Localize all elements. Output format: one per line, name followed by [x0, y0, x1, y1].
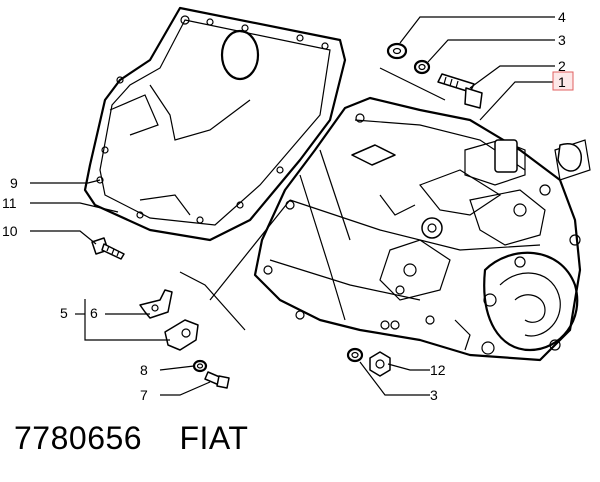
gearbox-housing-part	[253, 96, 591, 362]
callout-7: 7	[140, 387, 148, 403]
callout-6: 6	[90, 305, 98, 321]
screw-part-10	[91, 237, 125, 260]
callout-2: 2	[558, 58, 566, 74]
leader-lines	[30, 16, 555, 396]
callout-11: 11	[2, 195, 17, 211]
plate-part-5	[164, 319, 199, 351]
bracket-part-6	[139, 289, 173, 319]
nut-part-12	[369, 351, 391, 377]
callout-12: 12	[430, 362, 446, 378]
callout-numbers: 4 3 2 1 9 11 10 5 6 8 7 12 3	[2, 9, 574, 403]
washer-part-4	[386, 42, 408, 60]
callout-5: 5	[60, 305, 68, 321]
washer-part-8	[192, 359, 208, 373]
callout-3-bottom: 3	[430, 387, 438, 403]
callout-9: 9	[10, 175, 18, 191]
callout-8: 8	[140, 362, 148, 378]
cover-plate-part	[83, 6, 347, 242]
screw-part-7	[204, 371, 230, 389]
callout-3-top: 3	[558, 32, 566, 48]
brand-name: FIAT	[179, 420, 249, 456]
callout-1: 1	[558, 74, 566, 90]
part-number: 7780656	[14, 420, 143, 456]
callout-4: 4	[558, 9, 566, 25]
spring-washer-part-3-bottom	[346, 347, 364, 363]
callout-10: 10	[2, 223, 18, 239]
callout-1-highlight	[552, 71, 574, 91]
bolt-part-2	[437, 73, 483, 109]
spring-washer-part-3-top	[413, 59, 431, 75]
part-footer: 7780656 FIAT	[14, 420, 248, 457]
